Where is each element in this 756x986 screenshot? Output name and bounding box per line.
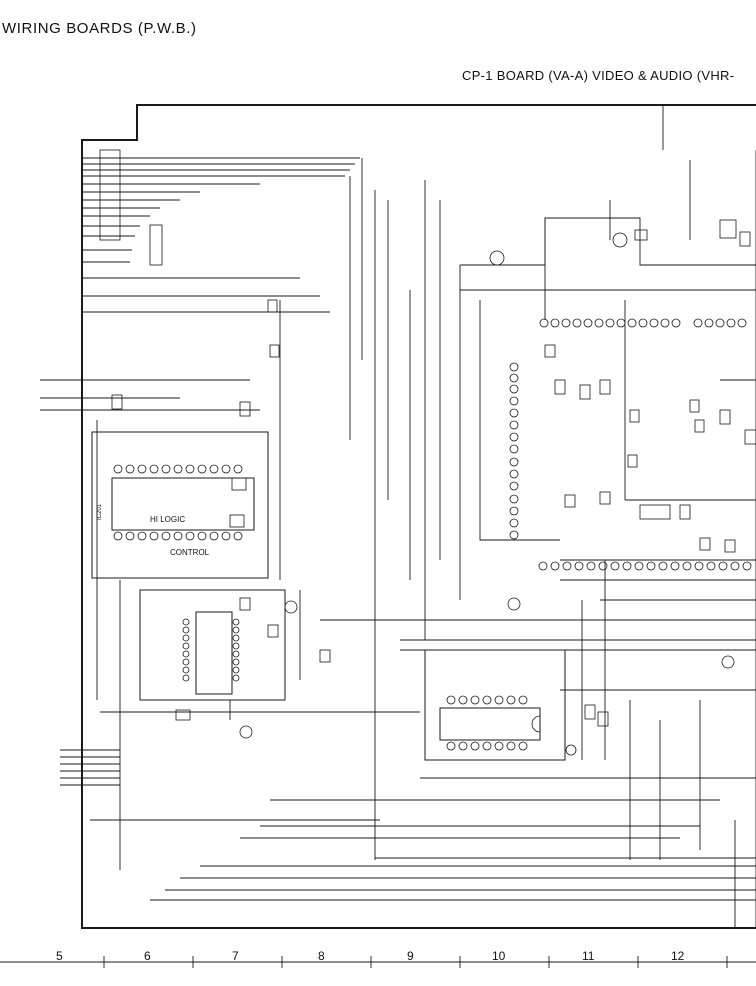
grid-number-5: 5 [56, 949, 63, 963]
control-ic: HI LOGIC CONTROL IC201 [91, 431, 269, 579]
grid-number-7: 7 [232, 949, 239, 963]
grid-number-11: 11 [582, 949, 595, 963]
video-section-frame [460, 217, 756, 601]
board-title: CP-1 BOARD (VA-A) VIDEO & AUDIO (VHR- [462, 68, 735, 83]
video-ic-top-pins [539, 318, 747, 328]
vertical-traces [96, 105, 756, 928]
grid-number-8: 8 [318, 949, 325, 963]
misc-components [99, 149, 331, 721]
control-label: CONTROL [170, 548, 210, 557]
bottom-traces [90, 619, 756, 901]
ic-label: IC201 [97, 503, 103, 520]
board-outline [81, 104, 756, 929]
grid-number-9: 9 [407, 949, 414, 963]
grid-number-10: 10 [492, 949, 506, 963]
audio-ic [139, 589, 298, 739]
grid-number-6: 6 [144, 949, 151, 963]
lower-center-ic [424, 649, 609, 761]
video-ic-left-pins [509, 362, 519, 540]
left-connector-bus [40, 157, 360, 786]
video-ic-bottom-pins [538, 561, 752, 571]
video-components [489, 219, 756, 669]
grid-number-12: 12 [671, 949, 685, 963]
hi-logic-label: HI LOGIC [150, 515, 185, 524]
grid-ruler: 5 6 7 8 9 10 11 12 [0, 949, 756, 968]
page-title: WIRING BOARDS (P.W.B.) [2, 20, 197, 37]
